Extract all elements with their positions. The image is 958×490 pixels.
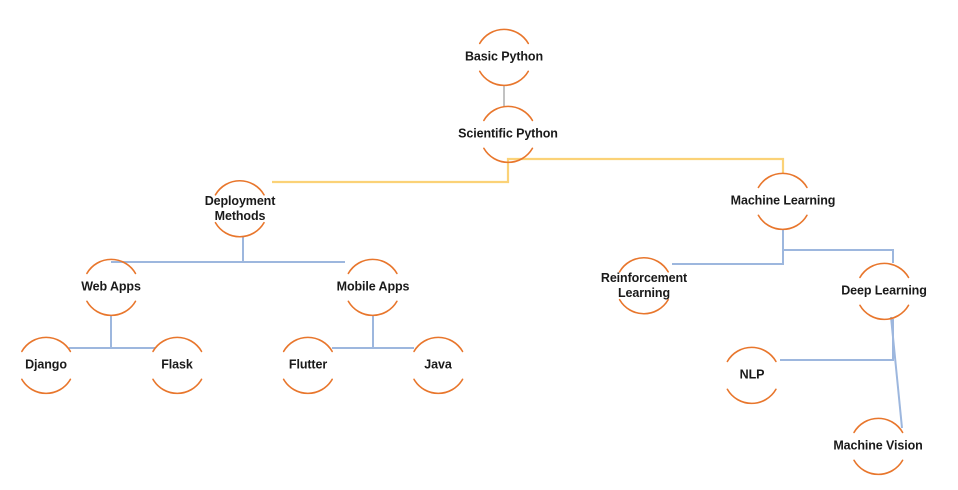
tree-node-scientific-python[interactable]: Scientific Python bbox=[458, 105, 558, 163]
tree-node-django[interactable]: Django bbox=[20, 336, 72, 394]
node-label: Scientific Python bbox=[458, 126, 558, 141]
tree-node-machine-learning[interactable]: Machine Learning bbox=[731, 172, 836, 230]
node-label-line: Flask bbox=[161, 357, 193, 372]
node-label: Mobile Apps bbox=[337, 279, 410, 294]
node-label: Flutter bbox=[289, 357, 327, 372]
node-arc-top bbox=[20, 336, 72, 352]
node-arc-bottom bbox=[478, 70, 530, 86]
node-arc-bottom bbox=[151, 378, 203, 394]
tree-node-java[interactable]: Java bbox=[412, 336, 464, 394]
tree-edge bbox=[272, 162, 510, 184]
node-label-line: Deployment bbox=[204, 193, 276, 208]
node-label-line: Machine Vision bbox=[833, 438, 923, 453]
node-arc-top bbox=[757, 172, 809, 188]
tree-edge bbox=[890, 316, 903, 429]
node-arc-top bbox=[412, 336, 464, 352]
node-label: Django bbox=[25, 357, 67, 372]
node-arc-bottom bbox=[852, 459, 904, 475]
tree-node-flutter[interactable]: Flutter bbox=[282, 336, 334, 394]
tree-edge bbox=[780, 319, 894, 361]
node-label-line: Scientific Python bbox=[458, 126, 558, 141]
node-arc-top bbox=[482, 105, 534, 121]
node-arc-top bbox=[151, 336, 203, 352]
node-label: Java bbox=[424, 357, 452, 372]
node-label-line: Deep Learning bbox=[841, 283, 927, 298]
node-label: Web Apps bbox=[81, 279, 141, 294]
node-label-line: Learning bbox=[618, 286, 670, 300]
node-label-line: Reinforcement bbox=[600, 270, 688, 285]
node-arc-top bbox=[478, 28, 530, 44]
node-arc-top bbox=[282, 336, 334, 352]
node-arc-bottom bbox=[757, 214, 809, 230]
node-arc-top bbox=[726, 346, 778, 362]
node-label-line: Java bbox=[424, 357, 452, 372]
node-label: Basic Python bbox=[465, 49, 543, 64]
node-arc-bottom bbox=[282, 378, 334, 394]
node-label: Machine Vision bbox=[833, 438, 922, 453]
node-arc-bottom bbox=[85, 300, 137, 316]
node-label: Flask bbox=[161, 357, 193, 372]
tree-node-nlp[interactable]: NLP bbox=[726, 346, 778, 404]
node-label: Machine Learning bbox=[731, 193, 836, 208]
tree-node-basic-python[interactable]: Basic Python bbox=[465, 28, 543, 86]
node-arc-bottom bbox=[20, 378, 72, 394]
tree-node-deep-learning[interactable]: Deep Learning bbox=[841, 262, 927, 320]
node-arc-top bbox=[347, 258, 399, 274]
node-arc-bottom bbox=[214, 222, 266, 238]
node-arc-bottom bbox=[482, 147, 534, 163]
node-label-line: Methods bbox=[214, 209, 266, 223]
node-label-line: Basic Python bbox=[465, 49, 543, 64]
node-label: Deep Learning bbox=[841, 283, 927, 298]
node-label-line: Django bbox=[25, 357, 67, 372]
tree-node-web-apps[interactable]: Web Apps bbox=[81, 258, 141, 316]
tree-node-flask[interactable]: Flask bbox=[151, 336, 203, 394]
node-arc-bottom bbox=[858, 304, 910, 320]
node-label-line: Machine Learning bbox=[730, 193, 836, 208]
node-arc-bottom bbox=[347, 300, 399, 316]
node-arc-bottom bbox=[618, 299, 670, 315]
node-arc-top bbox=[852, 417, 904, 433]
node-label-line: NLP bbox=[739, 367, 765, 382]
tree-edge bbox=[672, 250, 784, 265]
node-label: NLP bbox=[740, 367, 765, 382]
tree-node-machine-vision[interactable]: Machine Vision bbox=[833, 417, 923, 475]
node-arc-bottom bbox=[412, 378, 464, 394]
tree-edge bbox=[782, 229, 894, 263]
node-arc-top bbox=[858, 262, 910, 278]
tree-node-mobile-apps[interactable]: Mobile Apps bbox=[337, 258, 410, 316]
tree-edge bbox=[506, 157, 785, 173]
node-arc-top bbox=[85, 258, 137, 274]
node-label-line: Web Apps bbox=[81, 279, 141, 294]
node-arc-bottom bbox=[726, 388, 778, 404]
node-label-line: Flutter bbox=[288, 357, 328, 372]
node-label-line: Mobile Apps bbox=[336, 279, 410, 294]
